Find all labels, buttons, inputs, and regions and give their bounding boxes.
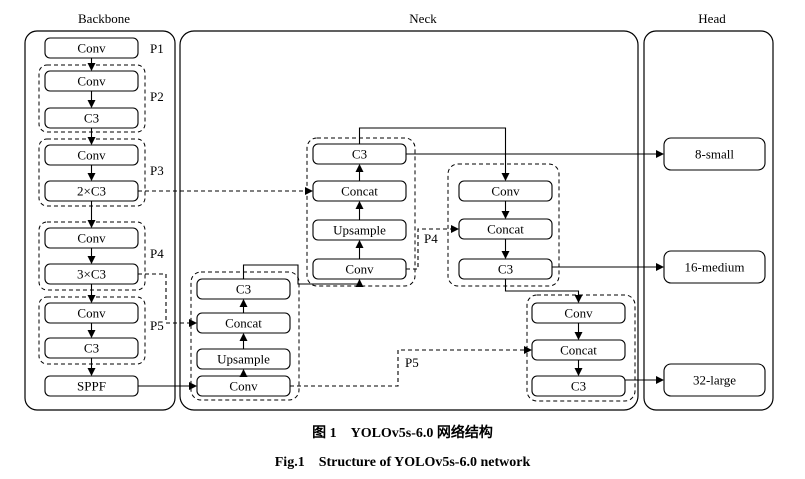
neck-left-conv-label: Conv [229, 379, 258, 394]
neck-low-c3-label: C3 [571, 379, 586, 394]
stage-label-p1: P1 [150, 41, 164, 56]
backbone-conv-p4-label: Conv [77, 231, 106, 246]
neck-mid-conv-label: Conv [345, 262, 374, 277]
head-frame [643, 30, 774, 411]
edge-left-c3-mid-conv [242, 264, 364, 287]
stage-label-p5: P5 [150, 318, 164, 333]
neck-left-upsample-label: Upsample [217, 352, 270, 367]
figure-caption-chinese: 图 1 YOLOv5s-6.0 网络结构 [312, 426, 493, 441]
backbone-sppf-label: SPPF [77, 379, 106, 394]
backbone-conv-p3-label: Conv [77, 148, 106, 163]
stage-label-p4: P4 [150, 246, 164, 261]
neck-frame [179, 30, 639, 411]
edge-skip-p4-left-concat [138, 273, 197, 327]
backbone-c3x2-p3-label: 2×C3 [77, 184, 106, 199]
neck-left-concat-label: Concat [225, 316, 262, 331]
edge-right-c3-low-conv [504, 279, 583, 303]
neck-mid-upsample-label: Upsample [333, 223, 386, 238]
stage-label-p3: P3 [150, 163, 164, 178]
head-small-label: 8-small [695, 147, 734, 162]
backbone-conv-p1-label: Conv [77, 41, 106, 56]
neck-title: Neck [409, 11, 437, 26]
head-medium-box [663, 250, 766, 284]
stage-label-p2: P2 [150, 89, 164, 104]
neck-right-concat-label: Concat [487, 222, 524, 237]
neck-group-right [447, 163, 560, 287]
figure-caption-english: Fig.1 Structure of YOLOv5s-6.0 network [274, 455, 531, 470]
neck-group-left [190, 271, 300, 401]
neck-low-conv-label: Conv [564, 306, 593, 321]
neck-low-concat-label: Concat [560, 343, 597, 358]
neck-label-p5-lower: P5 [405, 355, 419, 370]
neck-right-conv-label: Conv [491, 184, 520, 199]
neck-label-p4: P4 [424, 231, 438, 246]
backbone-c3-p2-label: C3 [84, 111, 99, 126]
head-small-box [663, 137, 766, 171]
backbone-conv-p5-label: Conv [77, 306, 106, 321]
head-large-label: 32-large [693, 373, 736, 388]
backbone-c3-p5-label: C3 [84, 341, 99, 356]
edge-mid-c3-right-conv [358, 127, 510, 181]
head-large-box [663, 363, 766, 397]
neck-group-mid [306, 137, 416, 287]
backbone-frame [24, 30, 176, 411]
edge-skip-left-conv-low-concat [290, 346, 532, 387]
head-title: Head [698, 11, 726, 26]
yolov5s-architecture-diagram: Backbone Neck Head P1 P2 P3 P4 P5 P4 P5 … [24, 11, 774, 411]
neck-left-c3-label: C3 [236, 282, 251, 297]
neck-mid-c3-label: C3 [352, 147, 367, 162]
backbone-conv-p2-label: Conv [77, 74, 106, 89]
edge-skip-mid-conv-right-concat [406, 225, 459, 270]
head-medium-label: 16-medium [685, 260, 745, 275]
backbone-c3x3-p4-label: 3×C3 [77, 267, 106, 282]
neck-low-c3-box [531, 375, 626, 397]
neck-mid-concat-label: Concat [341, 184, 378, 199]
neck-right-c3-label: C3 [498, 262, 513, 277]
backbone-title: Backbone [78, 11, 130, 26]
